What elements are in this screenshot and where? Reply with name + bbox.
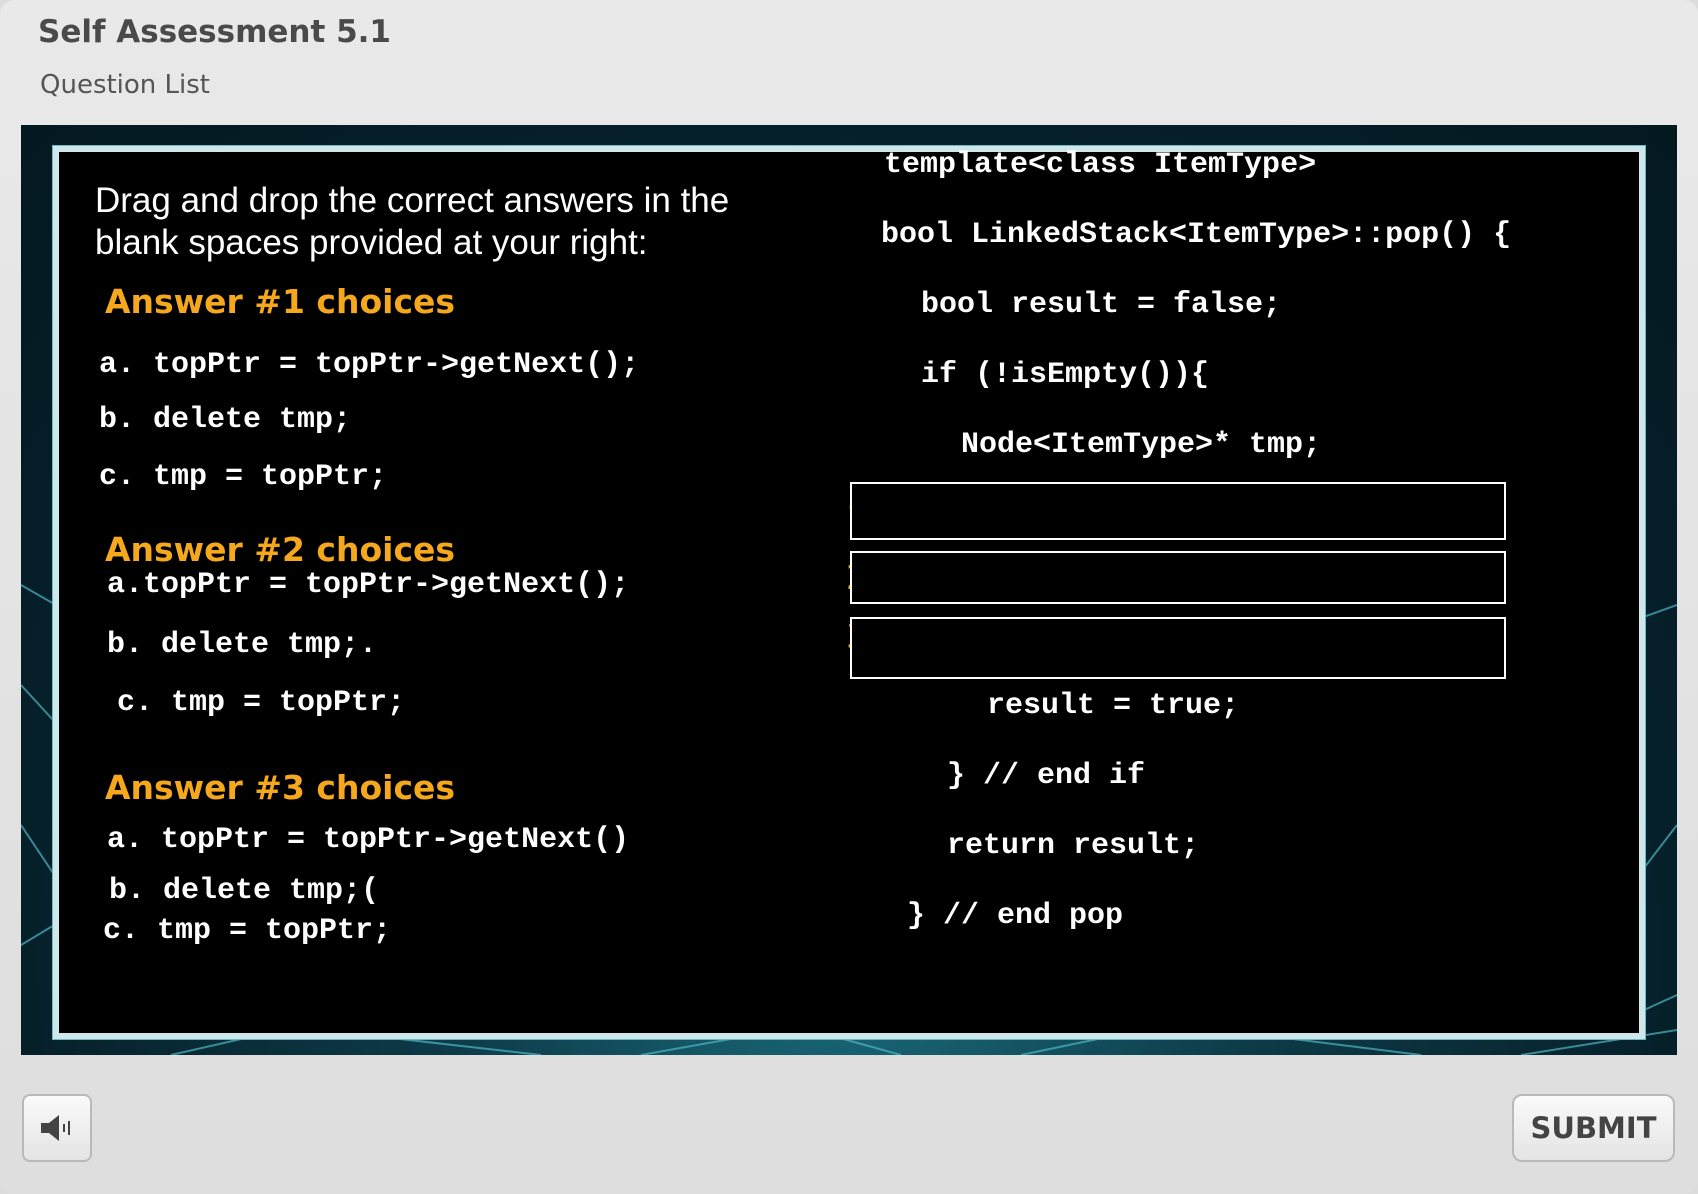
code-line-return: return result; [947, 829, 1200, 863]
page-title: Self Assessment 5.1 [38, 14, 392, 50]
slide-area: Drag and drop the correct answers in the… [21, 125, 1677, 1055]
drop-blank-1[interactable] [850, 482, 1506, 540]
answer-3-choice-c[interactable]: c. tmp = topPtr; [103, 914, 392, 948]
code-line-if: if (!isEmpty()){ [921, 358, 1210, 392]
code-line-signature: bool LinkedStack<ItemType>::pop() { [881, 218, 1512, 252]
submit-button[interactable]: SUBMIT [1512, 1094, 1675, 1162]
code-line-end-pop: } // end pop [907, 899, 1124, 933]
code-line-end-if: } // end if [947, 759, 1146, 793]
code-line-result-decl: bool result = false; [921, 288, 1282, 322]
answer-1-choice-c[interactable]: c. tmp = topPtr; [99, 460, 388, 494]
answer-2-choice-c[interactable]: c. tmp = topPtr; [117, 686, 406, 720]
question-list-link[interactable]: Question List [40, 70, 211, 100]
answer-3-heading: Answer #3 choices [105, 768, 456, 807]
code-line-template: template<class ItemType> [884, 148, 1317, 182]
answer-1-choice-a[interactable]: a. topPtr = topPtr->getNext(); [99, 348, 640, 382]
answer-2-choice-a[interactable]: a.topPtr = topPtr->getNext(); [107, 568, 630, 602]
answer-1-choice-b[interactable]: b. delete tmp; [99, 403, 352, 437]
drop-blank-2[interactable] [850, 551, 1506, 604]
code-line-node-decl: Node<ItemType>* tmp; [961, 428, 1322, 462]
code-line-result-true: result = true; [987, 689, 1240, 723]
answer-2-heading: Answer #2 choices [105, 530, 456, 569]
instructions-text: Drag and drop the correct answers in the… [95, 181, 730, 262]
answer-3-choice-a[interactable]: a. topPtr = topPtr->getNext() [107, 823, 630, 857]
answer-3-choice-b[interactable]: b. delete tmp;( [109, 874, 380, 908]
answer-2-choice-b[interactable]: b. delete tmp;. [107, 628, 378, 662]
drop-blank-3[interactable] [850, 617, 1506, 679]
answer-1-heading: Answer #1 choices [105, 282, 456, 321]
speaker-icon [41, 1115, 70, 1141]
audio-button[interactable] [22, 1094, 92, 1162]
